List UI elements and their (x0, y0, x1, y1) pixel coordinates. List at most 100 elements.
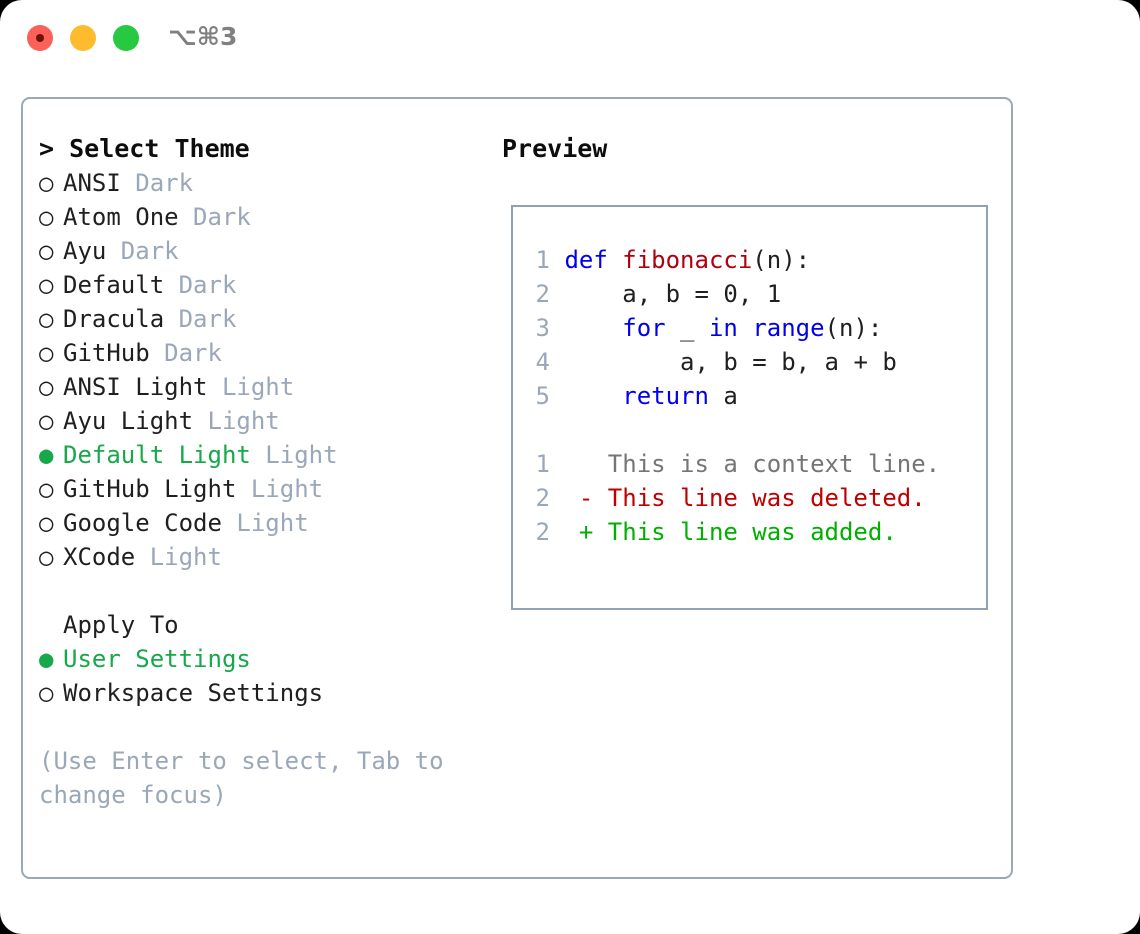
theme-variant-badge: Dark (120, 237, 179, 265)
zoom-button[interactable] (113, 25, 139, 51)
theme-option-ansi-light[interactable]: ○ANSI Light Light (39, 370, 479, 404)
traffic-lights (27, 25, 139, 51)
preview-header: Preview (502, 134, 608, 163)
list-spacer (39, 574, 479, 608)
theme-selection-column: > Select Theme ○ANSI Dark○Atom One Dark○… (39, 132, 479, 812)
line-number: 3 (535, 314, 550, 342)
radio-unselected-icon: ○ (39, 509, 54, 537)
radio-unselected-icon: ○ (39, 271, 54, 299)
diff-line-del: 2 - This line was deleted. (522, 481, 940, 515)
code-token-kw: return (622, 382, 709, 410)
line-number: 1 (535, 246, 550, 274)
hint-spacer (39, 710, 479, 744)
code-diff-spacer (522, 413, 940, 447)
radio-unselected-icon: ○ (39, 679, 54, 707)
line-number: 2 (535, 280, 550, 308)
line-number: 5 (535, 382, 550, 410)
radio-unselected-icon: ○ (39, 203, 54, 231)
theme-option-github-light[interactable]: ○ GitHub Light Light (39, 472, 479, 506)
theme-option-ansi[interactable]: ○ ANSI Dark (39, 166, 479, 200)
theme-picker-panel: > Select Theme ○ANSI Dark○Atom One Dark○… (21, 97, 1013, 879)
radio-unselected-icon: ○ (39, 475, 54, 503)
code-token-plain: (n): (752, 246, 811, 274)
diff-line-add: 2 + This line was added. (522, 515, 940, 549)
theme-name: ANSI (63, 169, 136, 197)
theme-list[interactable]: ○ ANSI Dark ○ Atom One Dark ○ Ayu Dark ○ Defaul… (39, 166, 479, 574)
diff-line-ctx: 1 This is a context line. (522, 447, 941, 481)
theme-variant-badge: Light (207, 407, 280, 435)
theme-option-default[interactable]: ○ Default Dark (39, 268, 479, 302)
minimize-button[interactable] (70, 25, 96, 51)
code-token-kw: def (564, 246, 623, 274)
code-token-plain: a (708, 382, 738, 410)
theme-option-ayu[interactable]: ○ Ayu Dark (39, 234, 479, 268)
theme-variant-badge: Dark (178, 271, 237, 299)
code-token-kw: for (622, 314, 666, 342)
diff-text: This is a context line. (550, 450, 941, 478)
select-theme-header: > Select Theme (39, 134, 250, 163)
theme-name: Dracula (63, 305, 179, 333)
theme-name: Ayu (63, 237, 121, 265)
radio-unselected-icon: ○ (39, 237, 54, 265)
theme-name: Ayu Light (63, 407, 208, 435)
line-number: 2 (535, 518, 550, 546)
line-number: 1 (535, 450, 550, 478)
theme-name: GitHub Light (63, 475, 251, 503)
theme-variant-badge: Dark (178, 305, 237, 333)
code-line: 5 return a (522, 379, 940, 413)
line-number: 2 (535, 484, 550, 512)
theme-option-google-code[interactable]: ○ Google Code Light (39, 506, 479, 540)
apply-to-option-workspace-settings[interactable]: ○Workspace Settings (39, 676, 479, 710)
code-token-plain (738, 314, 752, 342)
radio-unselected-icon: ○ (39, 543, 54, 571)
theme-name: ANSI Light (63, 373, 222, 401)
theme-variant-badge: Dark (135, 169, 194, 197)
theme-name: Atom One (63, 203, 194, 231)
radio-unselected-icon: ○ (39, 339, 54, 367)
theme-name: Default (63, 271, 179, 299)
theme-name: XCode (63, 543, 150, 571)
theme-name: GitHub (63, 339, 165, 367)
title-bar: ⌥⌘3 (0, 0, 1140, 78)
code-token-plain: a, b = b, a + b (564, 348, 897, 376)
theme-variant-badge: Light (236, 509, 309, 537)
apply-to-header: Apply To (63, 611, 179, 639)
diff-text: - This line was deleted. (550, 484, 926, 512)
diff-sample-lines: 1 This is a context line.2 - This line w… (522, 447, 941, 549)
apply-to-list[interactable]: ●User Settings○Workspace Settings (39, 642, 479, 710)
theme-name: Default Light (63, 441, 266, 469)
code-token-plain: a, b = 0, 1 (564, 280, 782, 308)
theme-variant-badge: Light (265, 441, 338, 469)
radio-unselected-icon: ○ (39, 305, 54, 333)
diff-text: + This line was added. (550, 518, 897, 546)
theme-name: Google Code (63, 509, 237, 537)
theme-option-atom-one[interactable]: ○ Atom One Dark (39, 200, 479, 234)
theme-option-default-light[interactable]: ● Default Light Light (39, 438, 479, 472)
code-line: 4 a, b = b, a + b (522, 345, 940, 379)
apply-to-option-user-settings[interactable]: ●User Settings (39, 642, 479, 676)
code-line: 2 a, b = 0, 1 (522, 277, 940, 311)
radio-unselected-icon: ○ (39, 169, 54, 197)
close-button[interactable] (27, 25, 53, 51)
code-token-plain (564, 314, 622, 342)
line-number: 4 (535, 348, 550, 376)
keyboard-hint: (Use Enter to select, Tab to change focu… (39, 747, 444, 809)
code-token-plain (564, 382, 622, 410)
theme-variant-badge: Light (250, 475, 324, 503)
radio-selected-icon: ● (39, 645, 54, 673)
theme-variant-badge: Dark (193, 203, 251, 231)
theme-option-ayu-light[interactable]: ○ Ayu Light Light (39, 404, 479, 438)
preview-column: Preview 1 def fibonacci(n):2 a, b = 0, 1… (502, 132, 992, 610)
code-token-fn: fibonacci (622, 246, 753, 274)
code-line: 1 def fibonacci(n): (522, 243, 940, 277)
radio-unselected-icon: ○ (39, 407, 54, 435)
theme-variant-badge: Dark (164, 339, 222, 367)
theme-option-dracula[interactable]: ○ Dracula Dark (39, 302, 479, 336)
radio-selected-icon: ● (39, 441, 54, 469)
radio-unselected-icon: ○ (39, 373, 54, 401)
theme-option-xcode[interactable]: ○ XCode Light (39, 540, 479, 574)
keyboard-shortcut-label: ⌥⌘3 (168, 22, 238, 51)
theme-option-github[interactable]: ○ GitHub Dark (39, 336, 479, 370)
theme-variant-badge: Light (149, 543, 222, 571)
